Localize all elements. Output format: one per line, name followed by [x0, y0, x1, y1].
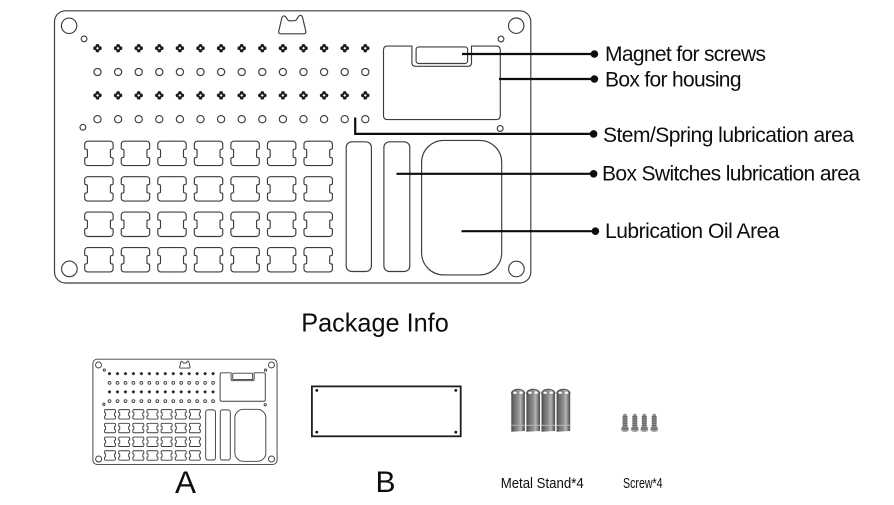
svg-text:Magnet for screws: Magnet for screws: [605, 43, 766, 66]
svg-text:A: A: [175, 464, 196, 500]
svg-text:B: B: [375, 466, 395, 499]
svg-text:Lubrication Oil Area: Lubrication Oil Area: [605, 220, 780, 243]
svg-text:Box Switches lubrication area: Box Switches lubrication area: [602, 162, 860, 185]
svg-text:Package Info: Package Info: [301, 308, 449, 338]
svg-text:Stem/Spring lubrication area: Stem/Spring lubrication area: [603, 124, 854, 147]
svg-text:Metal Stand*4: Metal Stand*4: [501, 476, 584, 492]
svg-text:Screw*4: Screw*4: [623, 476, 663, 492]
svg-text:Box for housing: Box for housing: [605, 68, 742, 91]
